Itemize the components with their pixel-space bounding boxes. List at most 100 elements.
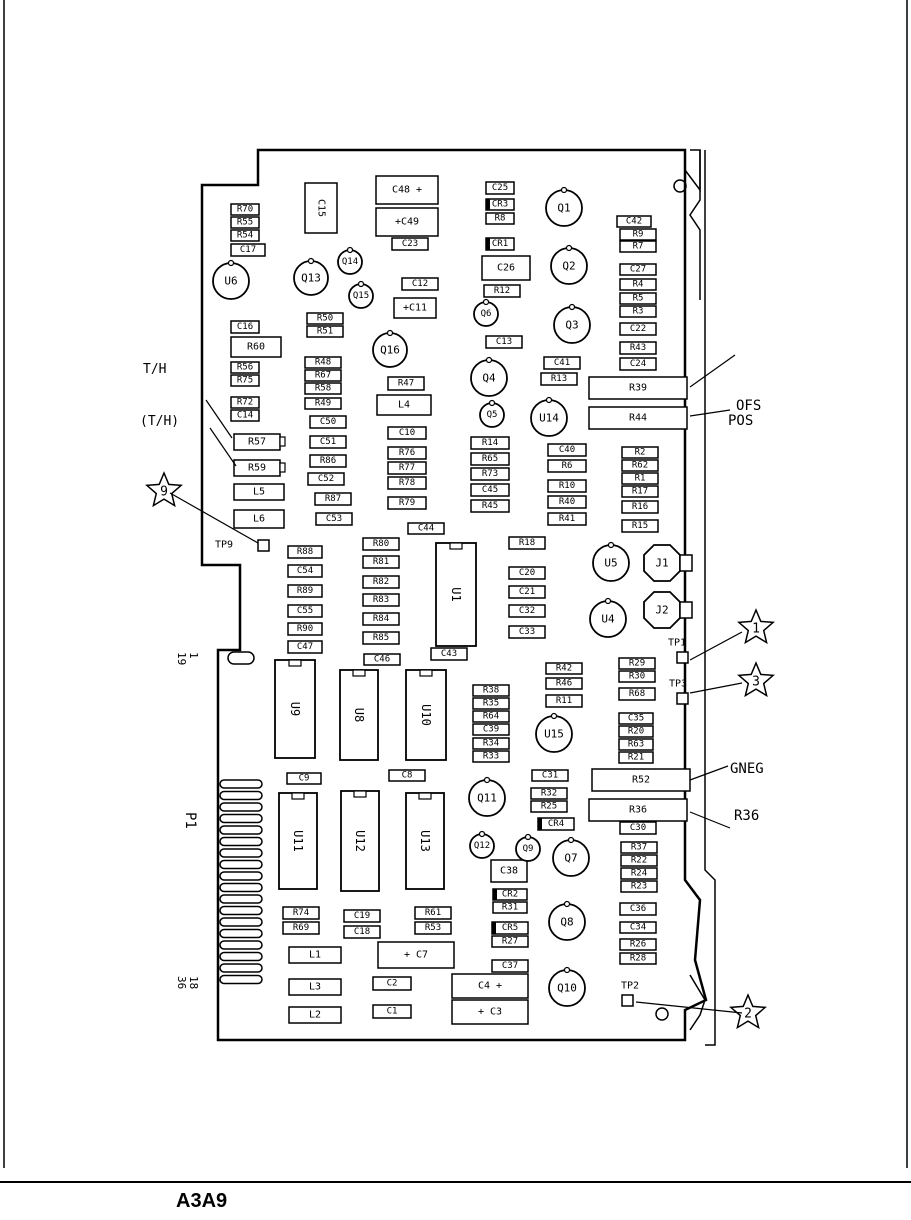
label-c51: C51 xyxy=(320,437,336,447)
part-r81 xyxy=(362,555,400,569)
label-r45: R45 xyxy=(482,501,498,511)
edge-connector-p1 xyxy=(219,779,263,985)
label-r51: R51 xyxy=(317,327,333,337)
label-r31: R31 xyxy=(502,903,518,913)
part-c3 xyxy=(451,999,529,1025)
label-r2: R2 xyxy=(635,448,646,458)
label-r72: R72 xyxy=(237,398,253,408)
connector-finger xyxy=(219,871,263,881)
part-r33 xyxy=(472,750,510,763)
label-cr3: CR3 xyxy=(492,200,508,210)
part-l1 xyxy=(288,946,342,964)
label-u5: U5 xyxy=(604,557,617,570)
label-r60: R60 xyxy=(247,342,265,353)
label-q3: Q3 xyxy=(565,319,578,332)
label-r8: R8 xyxy=(495,214,506,224)
star-number-2: 2 xyxy=(744,1007,752,1022)
part-c43 xyxy=(430,647,468,661)
callout-pos: POS xyxy=(728,413,754,429)
part-c38 xyxy=(490,859,528,883)
label-l3: L3 xyxy=(309,982,321,993)
part-r74 xyxy=(282,906,320,920)
label-r63: R63 xyxy=(628,740,644,750)
label-q11: Q11 xyxy=(477,792,497,805)
part-r11 xyxy=(545,694,583,708)
tab-0 xyxy=(279,436,286,447)
label-j2: J2 xyxy=(655,604,668,617)
pin-label-1: 1 xyxy=(187,652,200,659)
part-c41 xyxy=(543,356,581,370)
part-r40 xyxy=(547,495,587,509)
part-r39 xyxy=(588,376,688,400)
label-r39: R39 xyxy=(629,383,647,394)
part-r17 xyxy=(621,485,659,498)
connector-finger xyxy=(219,894,263,904)
jack-j1 xyxy=(643,544,681,582)
part-r60 xyxy=(230,336,282,358)
connector-finger xyxy=(219,963,263,973)
label-q15: Q15 xyxy=(353,291,369,301)
label-j1: J1 xyxy=(655,557,668,570)
label-r34: R34 xyxy=(483,739,499,749)
label-c35: C35 xyxy=(628,714,644,724)
jack-body-j2 xyxy=(679,601,693,619)
label-r87: R87 xyxy=(325,494,341,504)
label-r83: R83 xyxy=(373,595,389,605)
label-c22: C22 xyxy=(630,324,646,334)
label-r88: R88 xyxy=(297,547,313,557)
connector-finger xyxy=(219,928,263,939)
label-r70: R70 xyxy=(237,205,253,215)
part-c25 xyxy=(485,181,515,195)
part-c22 xyxy=(619,322,657,336)
part-r18 xyxy=(508,536,546,550)
connector-label-p1: P1 xyxy=(182,812,198,829)
tab-q12 xyxy=(478,830,486,838)
tab-q13 xyxy=(307,257,315,265)
label-r80: R80 xyxy=(373,539,389,549)
connector-finger xyxy=(219,836,263,847)
label-u15: U15 xyxy=(544,728,564,741)
label-u8: U8 xyxy=(352,708,366,722)
part-c18 xyxy=(343,925,381,939)
part-r8 xyxy=(485,212,515,225)
part-r41 xyxy=(547,512,587,526)
part-r7 xyxy=(619,240,657,253)
label-q13: Q13 xyxy=(301,272,321,285)
jack-j2 xyxy=(643,591,681,629)
label-r21: R21 xyxy=(628,753,644,763)
jack-body-j1 xyxy=(679,554,693,572)
label-c7: + C7 xyxy=(404,950,428,961)
part-r15 xyxy=(621,519,659,533)
label-c42: C42 xyxy=(626,217,642,227)
part-c11 xyxy=(393,297,437,319)
label-u13: U13 xyxy=(418,830,432,852)
mount-hole-top xyxy=(673,179,687,193)
part-c46 xyxy=(363,653,401,666)
label-r37: R37 xyxy=(631,843,647,853)
connector-finger xyxy=(219,882,263,893)
label-r65: R65 xyxy=(482,454,498,464)
label-r56: R56 xyxy=(237,363,253,373)
label-l1: L1 xyxy=(309,950,321,961)
part-c35 xyxy=(618,712,654,725)
label-r9: R9 xyxy=(633,230,644,240)
connector-finger xyxy=(219,951,263,962)
part-r21 xyxy=(618,751,654,764)
part-c15 xyxy=(304,182,338,234)
part-r53 xyxy=(414,921,452,935)
label-r49: R49 xyxy=(315,399,331,409)
label-tp1: TP1 xyxy=(668,638,686,649)
label-c47: C47 xyxy=(297,642,313,652)
label-r82: R82 xyxy=(373,577,389,587)
part-c55 xyxy=(287,604,323,618)
label-r57: R57 xyxy=(248,437,266,448)
band-cr3 xyxy=(486,199,490,210)
part-c19 xyxy=(343,909,381,923)
label-u1: U1 xyxy=(449,587,463,601)
label-c20: C20 xyxy=(519,568,535,578)
part-r28 xyxy=(619,952,657,965)
label-c40: C40 xyxy=(559,445,575,455)
label-c27: C27 xyxy=(630,265,646,275)
label-c14: C14 xyxy=(237,411,253,421)
